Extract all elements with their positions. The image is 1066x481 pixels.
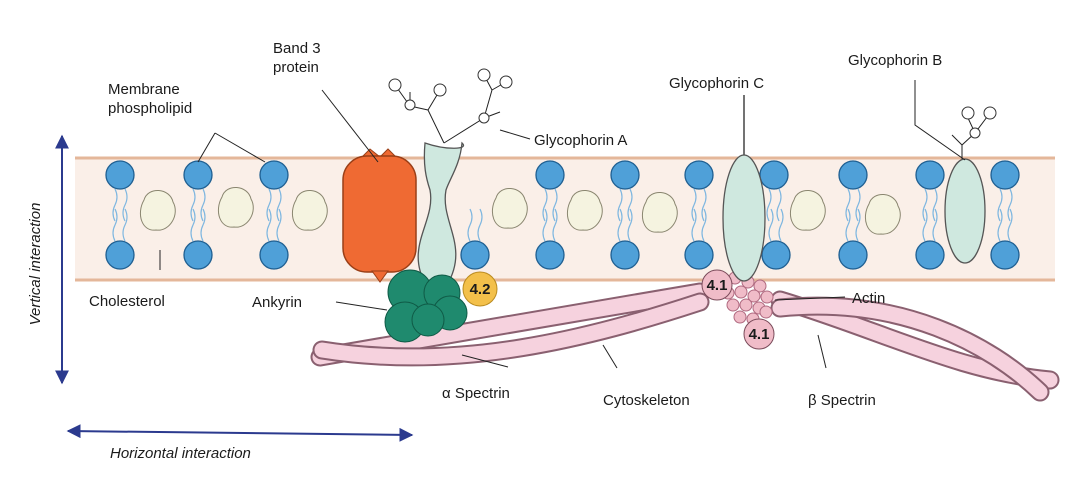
beta-spectrin-label: β Spectrin: [808, 392, 876, 409]
lipid-head: [536, 161, 564, 189]
lipid-head: [685, 161, 713, 189]
lipid-head: [685, 241, 713, 269]
lipid-head: [991, 161, 1019, 189]
protein-4-1-bottom: 4.1: [744, 319, 774, 349]
lipid-head: [839, 241, 867, 269]
vertical-interaction-label: Vertical interaction: [27, 203, 44, 326]
lipid-head: [916, 161, 944, 189]
glycophorin-c-label: Glycophorin C: [669, 75, 764, 92]
cholesterol-molecule: [218, 187, 253, 227]
protein-4-2: 4.2: [463, 272, 497, 306]
actin-label: Actin: [852, 290, 885, 307]
cholesterol-label: Cholesterol: [89, 293, 165, 310]
cholesterol-molecule: [492, 188, 527, 228]
alpha-spectrin-label: α Spectrin: [442, 385, 510, 402]
lipid-head: [762, 241, 790, 269]
lipid-head: [760, 161, 788, 189]
cholesterol-molecule: [567, 190, 602, 230]
band3-protein: [343, 149, 416, 282]
lipid-head: [106, 241, 134, 269]
protein-4-1-top-label: 4.1: [707, 277, 728, 294]
horizontal-interaction-label: Horizontal interaction: [110, 445, 251, 462]
lipid-head: [916, 241, 944, 269]
glycophorin-a-label: Glycophorin A: [534, 132, 627, 149]
lipid-head: [991, 241, 1019, 269]
lipid-head: [260, 161, 288, 189]
protein-4-1-bottom-label: 4.1: [749, 326, 770, 343]
glycophorin-c: [723, 95, 765, 281]
cholesterol-molecule: [865, 194, 900, 234]
cholesterol-molecule: [642, 192, 677, 232]
cholesterol-molecule: [790, 190, 825, 230]
lipid-head: [839, 161, 867, 189]
cytoskeleton-label: Cytoskeleton: [603, 392, 690, 409]
cholesterol-molecule: [292, 190, 327, 230]
horizontal-interaction-arrow: [68, 431, 412, 435]
protein-4-1-top: 4.1: [702, 270, 732, 300]
ankyrin-label: Ankyrin: [252, 294, 302, 311]
cholesterol-molecule: [140, 190, 175, 230]
lipid-head: [260, 241, 288, 269]
glycophorin-b-label: Glycophorin B: [848, 52, 942, 69]
lipid-head: [106, 161, 134, 189]
lipid-head: [536, 241, 564, 269]
lipid-head: [184, 241, 212, 269]
lipid-head: [461, 241, 489, 269]
lipid-head: [611, 161, 639, 189]
lipid-head: [184, 161, 212, 189]
protein-4-2-label: 4.2: [470, 281, 491, 298]
lipid-head: [611, 241, 639, 269]
